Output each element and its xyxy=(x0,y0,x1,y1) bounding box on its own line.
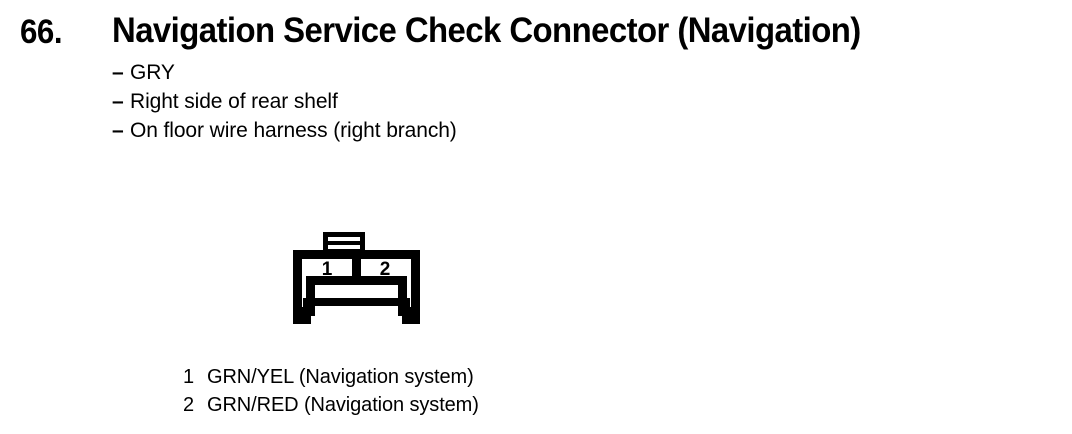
list-item: – GRY xyxy=(112,58,732,87)
list-item: – On floor wire harness (right branch) xyxy=(112,116,732,145)
connector-outline-icon: 1 2 xyxy=(293,232,420,324)
page-header: 66. Navigation Service Check Connector (… xyxy=(0,6,1072,54)
pin-description: GRN/YEL (Navigation system) xyxy=(207,366,474,388)
list-item-label: On floor wire harness (right branch) xyxy=(130,119,457,142)
section-number: 66. xyxy=(20,13,63,51)
connector-description-list: – GRY – Right side of rear shelf – On fl… xyxy=(112,58,732,145)
cavity-number-2: 2 xyxy=(380,259,391,280)
list-item: – Right side of rear shelf xyxy=(112,87,732,116)
locking-tab-icon xyxy=(323,232,365,254)
list-item-label: GRY xyxy=(130,61,175,84)
connector-body-icon xyxy=(293,250,420,324)
pin-number: 2 xyxy=(183,394,195,416)
dash-bullet-icon: – xyxy=(112,61,124,84)
cavity-number-1: 1 xyxy=(322,259,333,280)
pin-description: GRN/RED (Navigation system) xyxy=(207,394,479,416)
connector-diagram: 1 2 xyxy=(290,232,426,324)
pin-legend-row: 2 GRN/RED (Navigation system) xyxy=(183,391,703,419)
dash-bullet-icon: – xyxy=(112,119,124,142)
pin-number: 1 xyxy=(183,366,195,388)
dash-bullet-icon: – xyxy=(112,90,124,113)
connector-shell-outline xyxy=(293,250,420,316)
page-title: Navigation Service Check Connector (Navi… xyxy=(112,11,861,50)
list-item-label: Right side of rear shelf xyxy=(130,90,338,113)
pin-legend: 1 GRN/YEL (Navigation system) 2 GRN/RED … xyxy=(183,363,703,419)
pin-legend-row: 1 GRN/YEL (Navigation system) xyxy=(183,363,703,391)
